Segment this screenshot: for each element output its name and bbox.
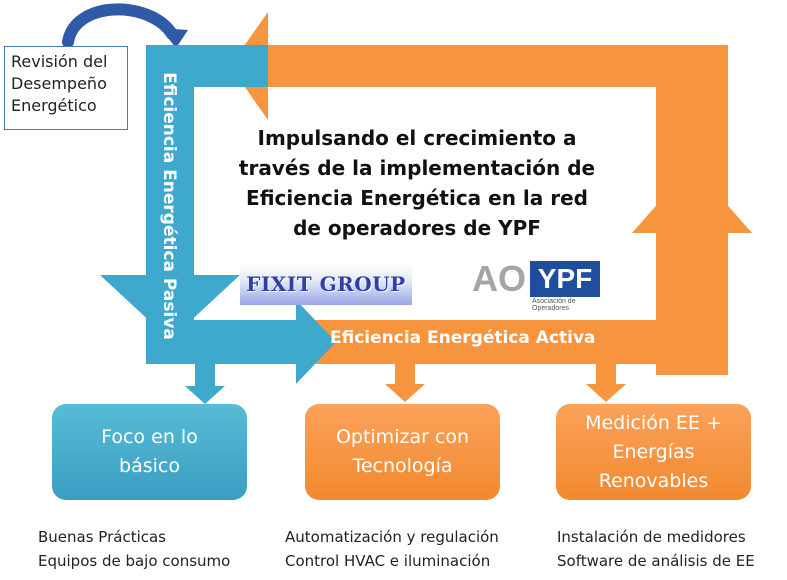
down-arrow-meas [586, 364, 626, 402]
review-line: Energético [11, 96, 97, 115]
bullet-item: Buenas Prácticas [38, 528, 166, 546]
bullets-basic: Buenas Prácticas Equipos de bajo consumo [38, 525, 230, 573]
headline-line: través de la implementación de [238, 156, 596, 180]
bullet-item: Automatización y regulación [285, 528, 499, 546]
ypf-logo-text: YPF [537, 263, 593, 294]
bullet-item: Instalación de medidores [557, 528, 746, 546]
ao-ypf-logo: AO YPF Asociación de Operadores [472, 258, 604, 312]
active-efficiency-label: Eficiencia Energética Activa [330, 328, 596, 348]
down-arrow-tech [385, 364, 425, 402]
fixit-logo-text: FIXIT GROUP [246, 272, 406, 296]
box-line: Tecnología [352, 455, 453, 477]
focus-basics-box: Foco en lo básico [52, 404, 247, 500]
box-line: Energías [612, 440, 695, 463]
box-line: Medición EE + [585, 411, 722, 434]
bullets-measurement: Instalación de medidores Software de aná… [557, 525, 755, 573]
headline-line: Eficiencia Energética en la red [246, 186, 588, 210]
blue-right-arrowhead [296, 300, 336, 384]
optimize-technology-box: Optimizar con Tecnología [305, 404, 500, 500]
performance-review-box: Revisión del Desempeño Energético [4, 46, 128, 130]
review-curve-arrow [62, 3, 178, 48]
orange-right-bar [656, 45, 728, 245]
box-line: básico [119, 455, 180, 477]
bullet-item: Software de análisis de EE [557, 552, 755, 570]
fixit-group-logo: FIXIT GROUP [240, 263, 412, 305]
headline-line: Impulsando el crecimiento a [257, 126, 577, 150]
ypf-logo-box: YPF [530, 261, 600, 297]
bullet-item: Control HVAC e iluminación [285, 552, 491, 570]
review-line: Desempeño [11, 74, 107, 93]
bullet-item: Equipos de bajo consumo [38, 552, 231, 570]
box-line: Optimizar con [335, 426, 470, 448]
headline-line: de operadores de YPF [293, 216, 541, 240]
review-line: Revisión del [11, 52, 108, 71]
ao-logo-subtitle: Asociación de Operadores [532, 298, 576, 312]
blue-left-column [146, 87, 194, 364]
bullets-technology: Automatización y regulación Control HVAC… [285, 525, 499, 573]
headline: Impulsando el crecimiento a través de la… [232, 123, 602, 243]
box-line: Foco en lo [101, 426, 198, 448]
passive-label-text: Eficiencia Energética Pasiva [159, 72, 179, 340]
orange-bottom-bar [296, 320, 728, 364]
review-curve-arrowhead [160, 28, 188, 48]
down-arrow-basic [185, 364, 225, 404]
orange-top-bar [268, 45, 728, 87]
measurement-renewables-box: Medición EE + Energías Renovables [556, 404, 751, 500]
ao-logo-text: AO [472, 258, 526, 299]
box-line: Renovables [598, 469, 709, 492]
